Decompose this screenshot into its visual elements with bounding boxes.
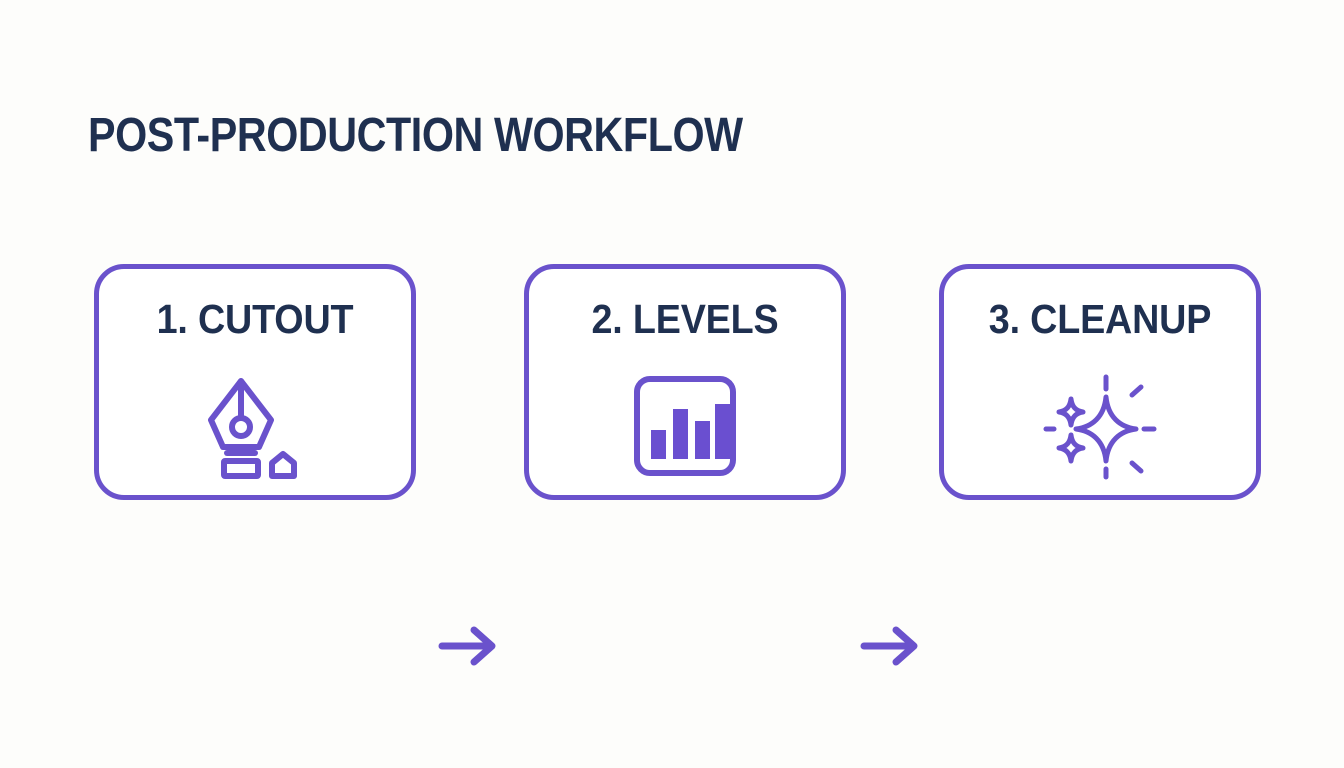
step-card-cutout[interactable]: 1. CUTOUT — [94, 264, 416, 500]
page-title: POST-PRODUCTION WORKFLOW — [88, 109, 743, 162]
levels-bar-chart-icon — [625, 373, 745, 481]
sparkle-icon — [1040, 373, 1160, 481]
arrow-right-icon-1 — [434, 622, 506, 670]
arrow-right-icon-2 — [856, 622, 928, 670]
step-card-cleanup[interactable]: 3. CLEANUP — [939, 264, 1261, 500]
step-label-levels: 2. LEVELS — [591, 296, 779, 342]
step-label-cutout: 1. CUTOUT — [156, 296, 354, 342]
step-card-levels[interactable]: 2. LEVELS — [524, 264, 846, 500]
step-label-cleanup: 3. CLEANUP — [988, 296, 1212, 342]
pen-tool-icon — [195, 373, 315, 481]
workflow-flow: 1. CUTOUT — [0, 264, 1344, 666]
